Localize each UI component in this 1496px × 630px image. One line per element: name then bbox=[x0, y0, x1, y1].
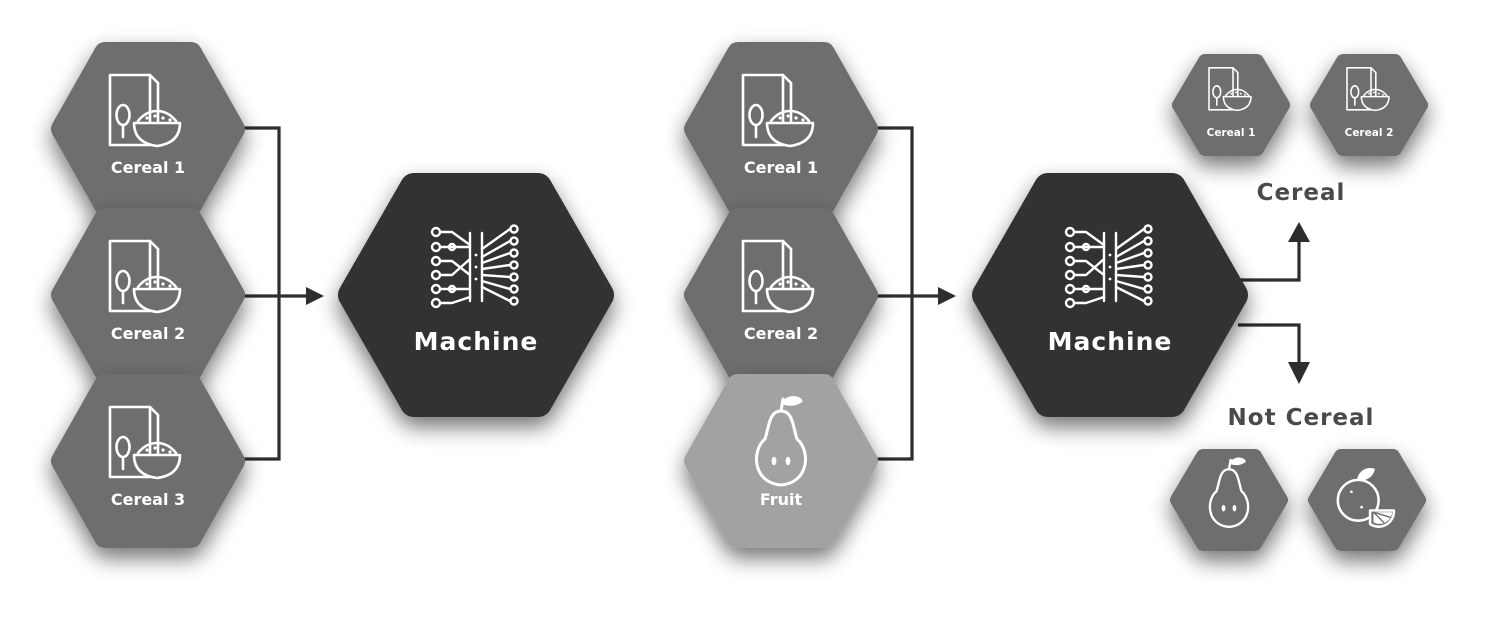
right-input-cereal-2: Cereal 2 bbox=[684, 208, 878, 382]
input-label: Cereal 2 bbox=[744, 324, 818, 343]
left-machine: Machine bbox=[338, 173, 614, 417]
right-machine: Machine bbox=[972, 173, 1248, 417]
cereal-category-label: Cereal bbox=[1257, 180, 1346, 206]
left-input-cereal-1: Cereal 1 bbox=[51, 42, 245, 216]
output-pear bbox=[1170, 449, 1288, 551]
cereal-output-connector bbox=[1238, 240, 1301, 282]
output-label: Cereal 1 bbox=[1207, 127, 1256, 139]
cereal-output-arrowhead bbox=[1288, 222, 1310, 242]
input-label: Cereal 2 bbox=[111, 324, 185, 343]
output-cereal-1: Cereal 1 bbox=[1172, 54, 1290, 156]
input-label: Cereal 1 bbox=[111, 158, 185, 177]
not-cereal-output-arrowhead bbox=[1288, 362, 1310, 384]
output-orange bbox=[1308, 449, 1426, 551]
input-label: Fruit bbox=[760, 490, 803, 509]
left-arrowhead bbox=[306, 287, 324, 305]
machine-label: Machine bbox=[414, 327, 539, 356]
left-input-cereal-2: Cereal 2 bbox=[51, 208, 245, 382]
output-label: Cereal 2 bbox=[1345, 127, 1394, 139]
left-input-cereal-3: Cereal 3 bbox=[51, 374, 245, 548]
right-input-fruit: Fruit bbox=[684, 374, 878, 548]
right-input-arrowhead bbox=[938, 287, 956, 305]
not-cereal-output-connector bbox=[1238, 323, 1301, 364]
right-input-cereal-1: Cereal 1 bbox=[684, 42, 878, 216]
input-label: Cereal 3 bbox=[111, 490, 185, 509]
left-diagram: Cereal 1 Cereal 2 Cereal 3 Machine bbox=[51, 42, 614, 548]
right-diagram: Cereal 1 Cereal 2 Fruit Machine Cereal 1 bbox=[684, 42, 1428, 551]
machine-label: Machine bbox=[1048, 327, 1173, 356]
not-cereal-category-label: Not Cereal bbox=[1228, 405, 1375, 431]
input-label: Cereal 1 bbox=[744, 158, 818, 177]
output-cereal-2: Cereal 2 bbox=[1310, 54, 1428, 156]
